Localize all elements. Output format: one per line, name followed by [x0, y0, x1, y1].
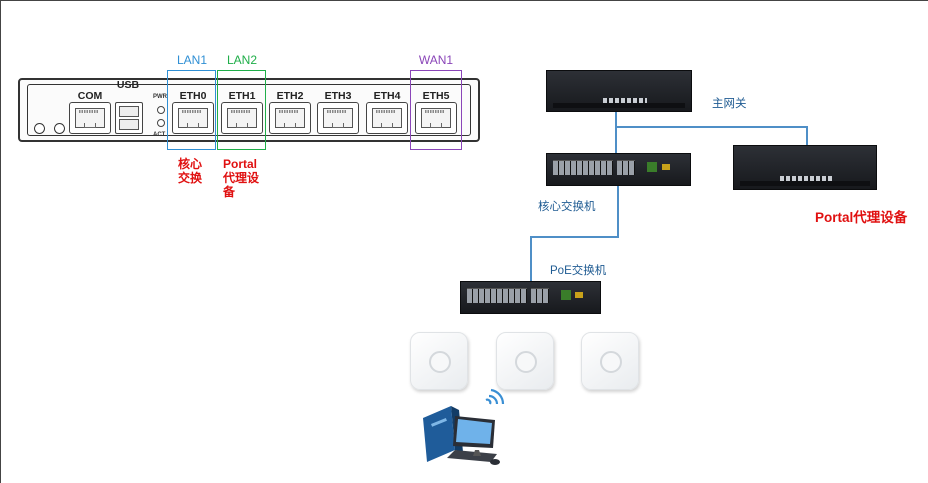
eth0-port: [172, 102, 214, 134]
frame-left-border: [0, 0, 1, 483]
usb-port-label: USB: [116, 79, 140, 91]
eth1-note: Portal 代理设 备: [223, 157, 259, 199]
eth1-label: ETH1: [228, 90, 256, 102]
poe-switch-label: PoE交换机: [550, 265, 607, 277]
reset-hole-2: [54, 123, 65, 134]
eth1-note-line2: 代理设: [223, 171, 260, 185]
frame-top-border: [0, 0, 928, 1]
eth0-label: ETH0: [179, 90, 207, 102]
eth1-note-line3: 备: [223, 185, 236, 199]
link-gateway-to-portal-horizontal: [615, 126, 807, 128]
access-point-1: [410, 332, 468, 390]
usb-ports: [115, 102, 143, 134]
link-core-to-poe-horizontal: [530, 236, 619, 238]
lan2-highlight-box: [217, 70, 266, 150]
eth0-note-line2: 交换: [178, 171, 203, 185]
lan1-label: LAN1: [176, 53, 208, 67]
link-core-to-poe-vertical-2: [530, 236, 532, 282]
pwr-led-label: PWR: [153, 94, 167, 100]
eth2-port: [269, 102, 311, 134]
eth0-note: 核心 交换: [178, 157, 202, 185]
eth5-label: ETH5: [422, 90, 450, 102]
main-gateway-device: [546, 70, 692, 112]
eth0-note-line1: 核心: [178, 157, 203, 171]
eth5-port: [415, 102, 457, 134]
eth3-port: [317, 102, 359, 134]
main-gateway-label: 主网关: [712, 98, 747, 110]
com-port-label: COM: [77, 90, 103, 102]
link-core-to-poe-vertical-1: [617, 186, 619, 237]
access-point-2: [496, 332, 554, 390]
core-switch-device: [546, 153, 691, 186]
reset-hole-1: [34, 123, 45, 134]
eth2-label: ETH2: [276, 90, 304, 102]
access-point-3: [581, 332, 639, 390]
wan1-label: WAN1: [418, 53, 454, 67]
core-switch-label: 核心交换机: [538, 201, 596, 213]
poe-switch-device: [460, 281, 601, 314]
com-port: [69, 102, 111, 134]
portal-proxy-device: [733, 145, 877, 190]
eth4-port: [366, 102, 408, 134]
lan2-label: LAN2: [226, 53, 258, 67]
pwr-led: [157, 106, 165, 114]
portal-proxy-label: Portal代理设备: [815, 210, 908, 225]
lan1-highlight-box: [167, 70, 216, 150]
panel-inner-frame: [27, 84, 471, 136]
link-gateway-to-core-switch: [615, 110, 617, 156]
client-computer-icon: [423, 388, 505, 465]
gateway-front-panel: COM USB PWR ACT ETH0 ETH1 ETH2 ETH3 ETH4…: [18, 78, 480, 142]
wan1-highlight-box: [410, 70, 462, 150]
eth3-label: ETH3: [324, 90, 352, 102]
eth1-port: [221, 102, 263, 134]
eth1-note-line1: Portal: [223, 157, 258, 171]
eth4-label: ETH4: [373, 90, 401, 102]
link-gateway-to-portal-vertical: [806, 126, 808, 145]
act-led: [157, 119, 165, 127]
act-led-label: ACT: [153, 132, 166, 138]
